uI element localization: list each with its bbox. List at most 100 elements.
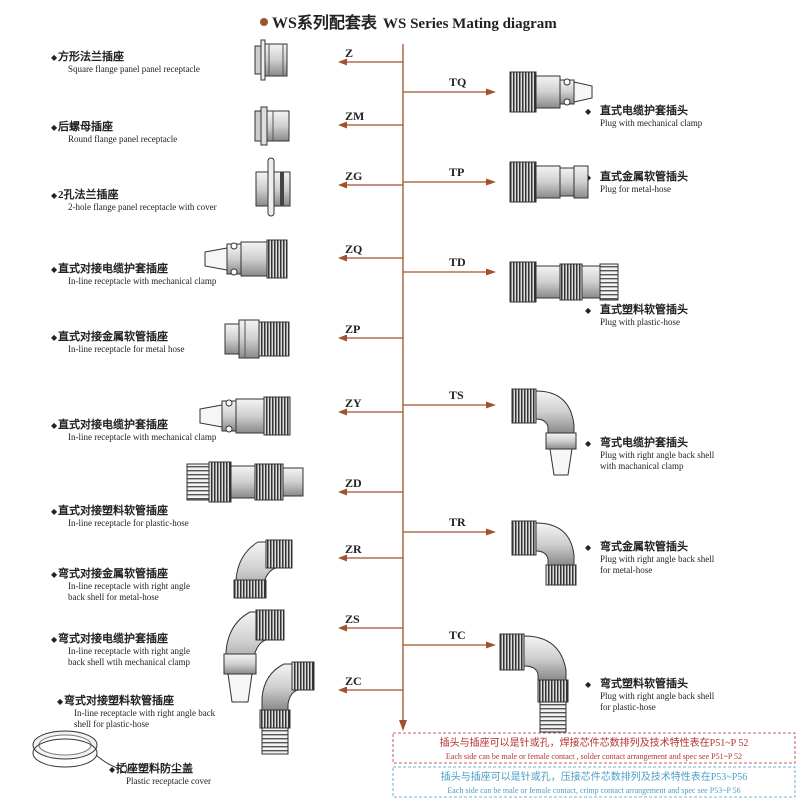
code-label-zp: ZP	[345, 322, 360, 336]
branch-arrow-tq	[486, 88, 496, 96]
plug-name-en: Plug with plastic-hose	[600, 317, 680, 327]
branch-arrow-tc	[486, 641, 496, 649]
receptacle-name-en: 2-hole flange panel receptacle with cove…	[68, 202, 217, 212]
plug-name-zh: 弯式塑料软管插头	[600, 676, 688, 690]
receptacle-name-en: shell for plastic-hose	[74, 719, 149, 729]
branch-arrow-zp	[338, 334, 347, 342]
code-label-zs: ZS	[345, 612, 360, 626]
code-label-zr: ZR	[345, 542, 362, 556]
plug-name-en: for metal-hose	[600, 565, 652, 575]
branch-arrow-z	[338, 58, 347, 66]
code-label-tq: TQ	[449, 75, 466, 89]
plug-name-zh: 直式塑料软管插头	[600, 302, 688, 316]
plug-name-en: Plug with right angle back shell	[600, 554, 715, 564]
plug-name-zh: 直式金属软管插头	[600, 169, 688, 183]
central-line-arrow	[399, 720, 407, 731]
note-box-solder-frame	[392, 732, 796, 764]
branch-arrow-zg	[338, 181, 347, 189]
note-box-crimp-frame	[392, 766, 796, 798]
bullet-icon: ◆	[585, 306, 592, 315]
dust-cover-icon	[32, 730, 128, 773]
code-label-zg: ZG	[345, 169, 362, 183]
straight-plastic-hose-plug-icon	[509, 261, 619, 303]
receptacle-name-zh: 直式对接金属软管插座	[58, 329, 168, 343]
code-label-ts: TS	[449, 388, 464, 402]
code-label-tp: TP	[449, 165, 464, 179]
code-label-zy: ZY	[345, 396, 362, 410]
receptacle-name-en: In-line receptacle with right angle back	[74, 708, 216, 718]
plug-name-en: Plug with right angle back shell	[600, 450, 715, 460]
bullet-icon: ◆	[109, 765, 116, 774]
code-label-zm: ZM	[345, 109, 364, 123]
receptacle-name-en: Plastic receptacle cover	[126, 776, 211, 786]
receptacle-name-zh: 直式对接电缆护套插座	[58, 417, 168, 431]
code-label-td: TD	[449, 255, 466, 269]
inline-plastic-hose-receptacle-icon	[186, 461, 304, 503]
bullet-icon: ◆	[51, 265, 58, 274]
note-crimp-en: Each side can be male or female contact,…	[447, 786, 740, 795]
bullet-icon: ◆	[585, 543, 592, 552]
header: WS系列配套表 WS Series Mating diagram	[260, 13, 557, 32]
right-angle-clamp-receptacle-icon	[223, 609, 285, 703]
plug-name-zh: 弯式电缆护套插头	[600, 435, 688, 449]
right-angle-metal-hose-receptacle-icon	[233, 539, 293, 599]
receptacle-name-en: In-line receptacle with right angle	[68, 646, 190, 656]
plug-name-en: Plug with right angle back shell	[600, 691, 715, 701]
plug-name-en: Plug with mechanical clamp	[600, 118, 703, 128]
bullet-icon: ◆	[51, 333, 58, 342]
round-flange-receptacle-icon	[254, 106, 290, 146]
code-label-tr: TR	[449, 515, 466, 529]
receptacle-name-zh: 直式对接塑料软管插座	[58, 503, 168, 517]
bullet-icon: ◆	[51, 53, 58, 62]
receptacle-name-zh: 弯式对接塑料软管插座	[64, 693, 174, 707]
note-solder-en: Each side can be male or female contact …	[446, 752, 742, 761]
square-flange-receptacle-icon	[254, 39, 288, 81]
bullet-icon: ◆	[51, 421, 58, 430]
two-hole-flange-receptacle-icon	[255, 157, 291, 217]
straight-clamp-plug-icon	[509, 71, 593, 113]
code-label-zc: ZC	[345, 674, 362, 688]
plug-name-zh: 直式电缆护套插头	[600, 103, 688, 117]
bullet-icon: ◆	[57, 697, 64, 706]
code-label-zq: ZQ	[345, 242, 362, 256]
note-box-solder: 插头与插座可以是针或孔，焊接芯件芯数排列及技术特性表在P51~P 52 Each…	[392, 732, 796, 764]
receptacle-name-zh: 插座塑料防尘盖	[116, 761, 193, 775]
receptacle-name-en: In-line receptacle with mechanical clamp	[68, 432, 217, 442]
bullet-icon: ◆	[51, 507, 58, 516]
receptacle-name-en: In-line receptacle for plastic-hose	[68, 518, 189, 528]
receptacle-name-zh: 方形法兰插座	[58, 49, 124, 63]
branch-arrow-zr	[338, 554, 347, 562]
right-angle-metal-hose-plug-icon	[511, 520, 577, 586]
receptacle-name-zh: 弯式对接电缆护套插座	[58, 631, 168, 645]
plug-name-en: with machanical clamp	[600, 461, 684, 471]
receptacle-name-zh: 弯式对接金属软管插座	[58, 566, 168, 580]
bullet-icon: ◆	[51, 191, 58, 200]
straight-metal-hose-plug-icon	[509, 161, 589, 203]
bullet-icon: ◆	[585, 680, 592, 689]
note-box-crimp: 插头与插座可以是针或孔，压接芯件芯数排列及技术特性表在P53~P56 Each …	[392, 766, 796, 798]
branch-arrow-td	[486, 268, 496, 276]
branch-arrow-zc	[338, 686, 347, 694]
branch-arrow-tr	[486, 528, 496, 536]
code-label-z: Z	[345, 46, 353, 60]
bullet-icon: ◆	[51, 635, 58, 644]
receptacle-name-en: In-line receptacle for metal hose	[68, 344, 184, 354]
plug-name-zh: 弯式金属软管插头	[600, 539, 688, 553]
receptacle-name-en: Round flange panel receptacle	[68, 134, 177, 144]
note-solder-zh: 插头与插座可以是针或孔，焊接芯件芯数排列及技术特性表在P51~P 52	[440, 736, 749, 749]
receptacle-name-zh: 直式对接电缆护套插座	[58, 261, 168, 275]
receptacle-name-en: Square flange panel panel receptacle	[68, 64, 200, 74]
receptacle-name-en: back shell wtih mechanical clamp	[68, 657, 190, 667]
bullet-icon: ◆	[51, 123, 58, 132]
receptacle-name-en: back shell for metal-hose	[68, 592, 159, 602]
plug-name-en: Plug for metal-hose	[600, 184, 671, 194]
bullet-icon: ◆	[585, 439, 592, 448]
branch-arrow-zq	[338, 254, 347, 262]
branch-arrow-ts	[486, 401, 496, 409]
bullet-icon: ◆	[585, 107, 592, 116]
inline-metal-hose-receptacle-icon	[224, 319, 290, 359]
title-en: WS Series Mating diagram	[383, 16, 557, 32]
branch-arrow-zy	[338, 408, 347, 416]
